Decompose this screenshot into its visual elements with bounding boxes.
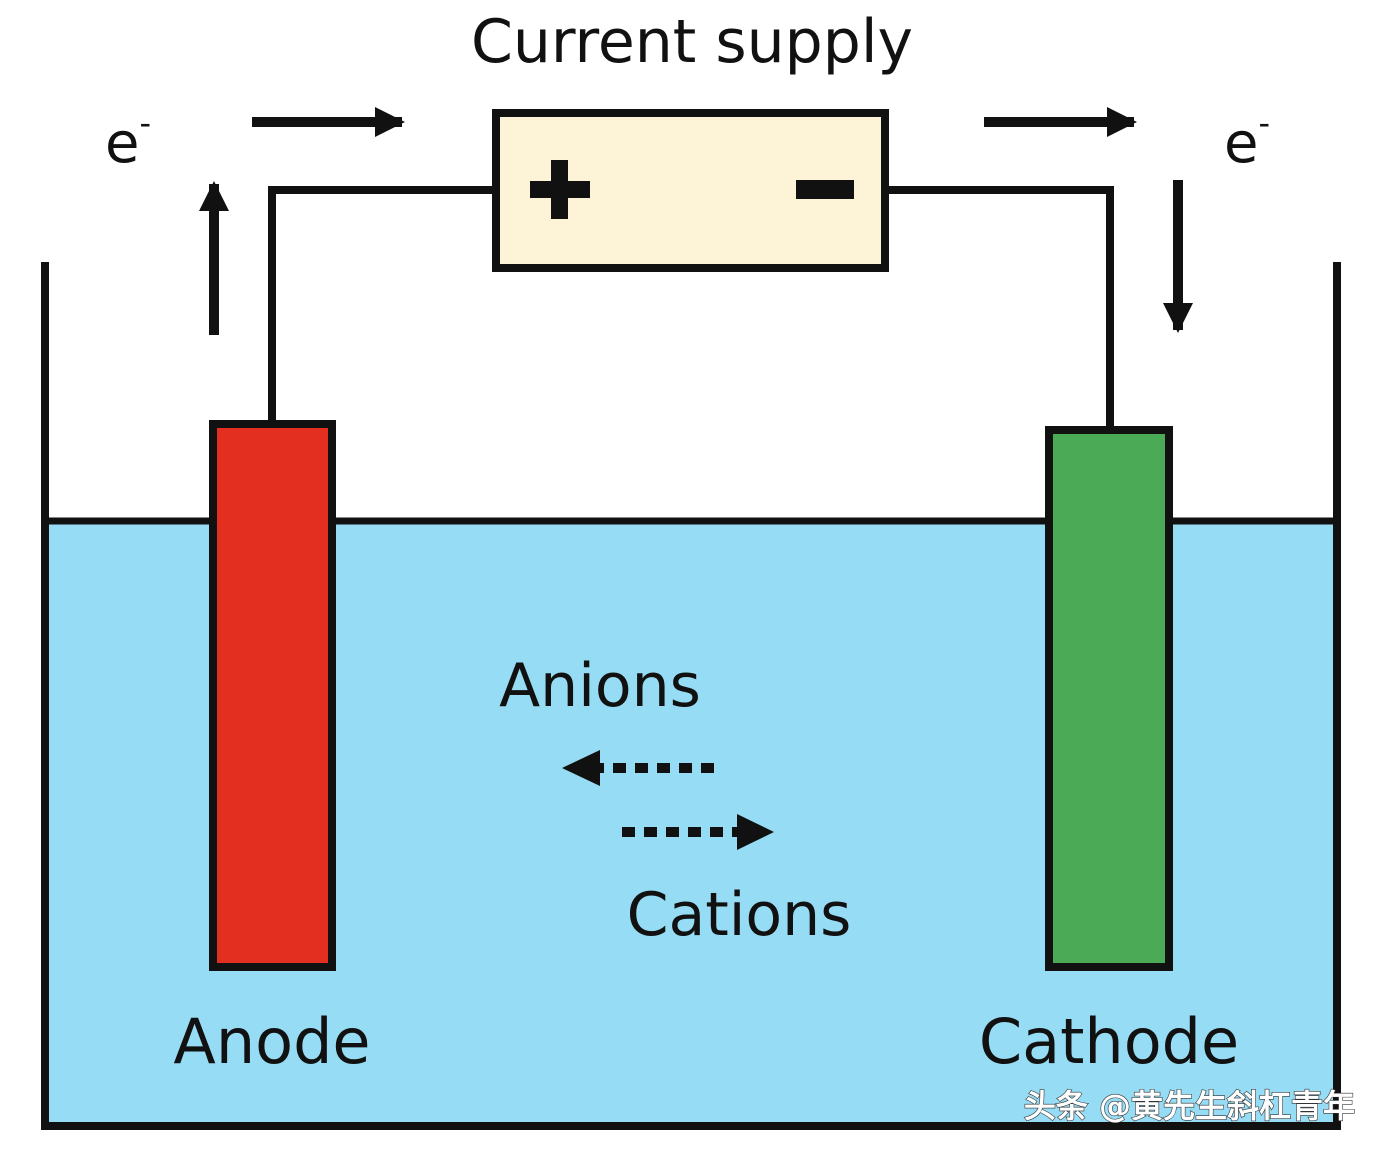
- diagram-title: Current supply: [471, 7, 913, 77]
- cation-arrow-right: [622, 814, 774, 850]
- cathode-label: Cathode: [979, 1005, 1239, 1078]
- electron-label-left: e-: [105, 104, 151, 176]
- electron-left-sup: -: [139, 104, 151, 142]
- wire-right: [885, 186, 1114, 428]
- beaker: [41, 262, 1341, 1130]
- anode-label: Anode: [173, 1005, 370, 1078]
- cathode-electrode: [1045, 426, 1173, 971]
- electron-left-base: e: [105, 111, 139, 176]
- plus-terminal-icon: [530, 160, 590, 219]
- electron-right-base: e: [1224, 111, 1258, 176]
- electron-right-sup: -: [1258, 104, 1270, 142]
- watermark: 头条 @黄先生斜杠青年: [1024, 1087, 1355, 1125]
- cations-label: Cations: [627, 880, 852, 950]
- anion-arrow-left: [562, 750, 714, 786]
- electron-label-right: e-: [1224, 104, 1270, 176]
- anions-label: Anions: [499, 651, 701, 721]
- anode-electrode: [209, 420, 336, 971]
- wire-left: [268, 186, 496, 422]
- minus-terminal-icon: [796, 180, 854, 199]
